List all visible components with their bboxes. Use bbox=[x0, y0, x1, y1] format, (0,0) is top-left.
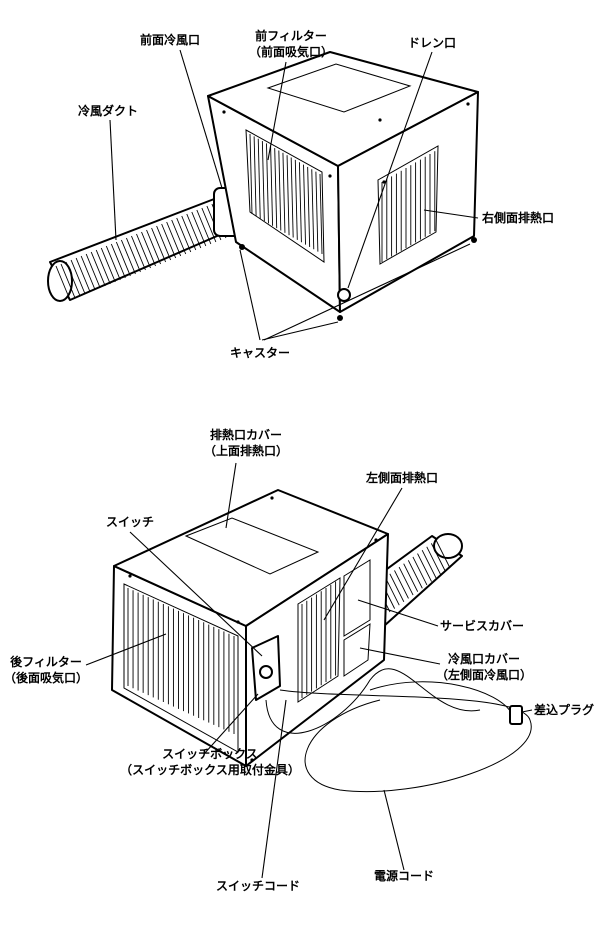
hatch-line bbox=[186, 213, 202, 249]
hatch-line bbox=[75, 257, 91, 293]
hatch-line bbox=[389, 573, 405, 603]
label-front-filter-sub: （前面吸気口） bbox=[249, 44, 333, 59]
hatch-line bbox=[85, 253, 101, 289]
label-switch: スイッチ bbox=[106, 515, 154, 529]
hatch-line bbox=[181, 215, 197, 251]
hatch-line bbox=[278, 150, 282, 231]
hatch-line bbox=[60, 263, 76, 299]
label-exhaust-cover-sub: （上面排熱口） bbox=[204, 443, 288, 458]
hatch-line bbox=[156, 225, 172, 261]
hatch-line bbox=[171, 219, 187, 255]
label-front-filter: 前フィルター bbox=[255, 28, 327, 43]
hatch-line bbox=[303, 164, 306, 245]
label-switch-box-sub: （スイッチボックス用取付金具） bbox=[120, 762, 300, 777]
hatch-line bbox=[191, 211, 207, 247]
top-labels: 前面冷風口 前フィルター （前面吸気口） ドレン口 冷風ダクト 右側面排熱口 キ… bbox=[78, 28, 554, 360]
hatch-line bbox=[110, 243, 126, 279]
top-leader-lines bbox=[109, 49, 479, 341]
label-left-exhaust: 左側面排熱口 bbox=[365, 470, 438, 485]
hatch-line bbox=[398, 566, 414, 596]
hatch-line bbox=[403, 563, 419, 592]
hatch-line bbox=[421, 549, 437, 579]
hatch-line bbox=[311, 169, 315, 250]
hatch-line bbox=[161, 223, 177, 259]
hatch-line bbox=[146, 229, 161, 265]
hatch-line bbox=[131, 235, 146, 271]
hatch-line bbox=[286, 155, 290, 236]
hatch-line bbox=[55, 265, 71, 301]
hatch-line bbox=[257, 138, 261, 219]
hatch-line bbox=[294, 159, 298, 240]
switch[interactable] bbox=[259, 665, 273, 679]
hatch-line bbox=[100, 247, 116, 283]
label-caster: キャスター bbox=[230, 346, 290, 360]
hatch-line bbox=[126, 237, 141, 273]
label-cool-duct: 冷風ダクト bbox=[78, 103, 138, 118]
cool-duct-drawing bbox=[47, 187, 249, 302]
top-unit-right-face bbox=[337, 91, 479, 313]
hatch-line bbox=[115, 241, 131, 277]
bottom-unit-illustration bbox=[111, 489, 532, 793]
top-unit-illustration bbox=[47, 51, 479, 321]
hatch-line bbox=[298, 162, 302, 243]
hatch-line bbox=[80, 255, 96, 291]
label-rear-filter-sub: （後面吸気口） bbox=[4, 670, 88, 685]
label-rear-filter: 後フィルター bbox=[10, 654, 82, 669]
label-front-cool-outlet: 前面冷風口 bbox=[140, 32, 200, 47]
hatch-line bbox=[384, 577, 400, 606]
hatch-line bbox=[319, 173, 323, 255]
hatch-line bbox=[290, 157, 294, 238]
hatch-line bbox=[412, 556, 428, 586]
bottom-leader-lines bbox=[85, 462, 533, 879]
label-drain: ドレン口 bbox=[408, 36, 456, 50]
hatch-line bbox=[394, 570, 409, 599]
front-filter-grille bbox=[249, 133, 323, 255]
label-cool-outlet-cover: 冷風口カバー bbox=[448, 651, 520, 666]
label-power-cord: 電源コード bbox=[374, 868, 434, 883]
hatch-line bbox=[176, 217, 192, 253]
drain-port bbox=[337, 288, 351, 302]
left-exhaust-grille bbox=[301, 581, 337, 698]
hatch-line bbox=[315, 171, 319, 252]
hatch-line bbox=[201, 207, 217, 243]
hatch-line bbox=[430, 543, 446, 572]
hatch-line bbox=[196, 209, 212, 245]
rear-filter-grille bbox=[127, 588, 235, 734]
hatch-line bbox=[435, 539, 451, 569]
plug bbox=[509, 705, 523, 725]
hatch-line bbox=[274, 148, 278, 229]
right-exhaust-grille bbox=[381, 151, 436, 262]
hatch-line bbox=[307, 166, 311, 247]
hatch-line bbox=[407, 560, 423, 589]
bottom-unit-side-face bbox=[245, 533, 389, 767]
label-switch-box: スイッチボックス bbox=[162, 746, 258, 761]
label-service-cover: サービスカバー bbox=[440, 618, 524, 633]
label-exhaust-cover: 排熱口カバー bbox=[210, 427, 282, 442]
bottom-labels: 排熱口カバー （上面排熱口） 左側面排熱口 スイッチ サービスカバー 後フィルタ… bbox=[4, 427, 594, 893]
hatch-line bbox=[105, 245, 121, 281]
label-cool-outlet-cover-sub: （左側面冷風口） bbox=[436, 667, 532, 682]
hatch-line bbox=[120, 239, 136, 275]
hatch-line bbox=[270, 145, 274, 226]
label-plug: 差込プラグ bbox=[533, 702, 594, 717]
hatch-line bbox=[65, 261, 81, 297]
hatch-line bbox=[136, 233, 151, 269]
hatch-line bbox=[282, 152, 286, 233]
hatch-line bbox=[261, 141, 265, 222]
hatch-line bbox=[253, 136, 257, 217]
hatch-line bbox=[417, 553, 432, 582]
hatch-line bbox=[426, 546, 442, 575]
hatch-line bbox=[266, 143, 269, 224]
hatch-line bbox=[90, 251, 106, 287]
hatch-line bbox=[166, 221, 182, 257]
hatch-line bbox=[151, 227, 166, 263]
label-switch-cord: スイッチコード bbox=[216, 879, 300, 893]
hatch-line bbox=[95, 249, 111, 285]
hatch-line bbox=[249, 133, 253, 215]
hatch-line bbox=[141, 231, 156, 267]
label-right-exhaust: 右側面排熱口 bbox=[481, 210, 554, 225]
hatch-line bbox=[70, 259, 86, 295]
